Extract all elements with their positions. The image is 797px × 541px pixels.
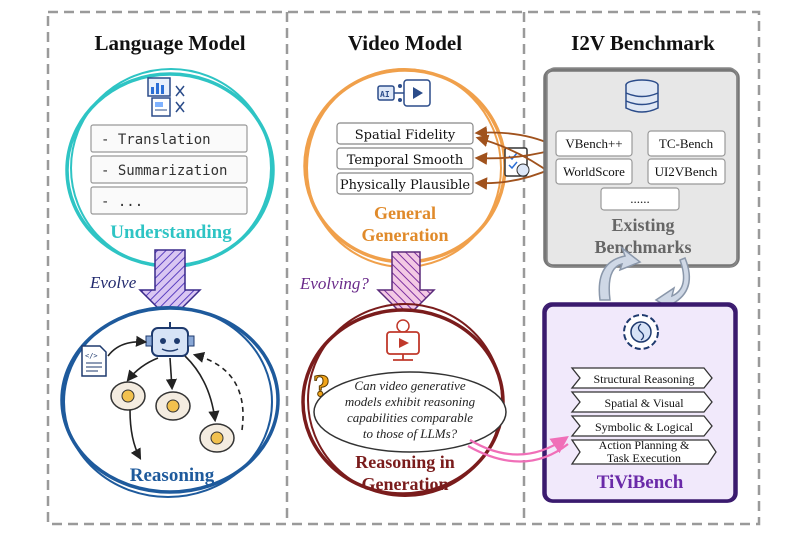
reasoning-generation-line2: Generation	[362, 474, 449, 494]
list-item	[336, 147, 474, 170]
video-monitor-icon	[386, 319, 420, 361]
benchmark-worldscore: WorldScore	[563, 164, 625, 179]
list-item	[555, 158, 633, 185]
action-planning-label: Action Planning &	[599, 438, 690, 452]
list-item	[90, 155, 248, 184]
ai-video-icon: AI	[377, 79, 431, 107]
outer-frame	[46, 10, 761, 526]
evolving-arrow	[376, 251, 436, 320]
brain-thought-icon	[155, 391, 191, 421]
brain-thought-icon	[199, 423, 235, 453]
structural-reasoning-label: Structural Reasoning	[594, 372, 695, 386]
list-item	[336, 122, 474, 145]
list-item-translation: - Translation	[101, 132, 211, 148]
list-item	[600, 187, 680, 211]
gear-brain-icon	[623, 314, 659, 350]
video-quality-list: Spatial Fidelity Temporal Smooth Physica…	[336, 122, 474, 195]
existing-benchmarks-box	[543, 67, 740, 268]
brain-thought-icon	[110, 381, 146, 411]
list-item	[555, 130, 633, 157]
task-execution-label: Task Execution	[607, 451, 681, 465]
benchmark-ellipsis: ......	[630, 191, 650, 206]
question-to-tivibench-arrow	[467, 435, 569, 463]
list-item	[570, 391, 713, 413]
general-label-line1: General	[374, 203, 436, 223]
existing-label-line2: Benchmarks	[594, 237, 691, 257]
list-item-summarization: - Summarization	[101, 163, 227, 179]
benchmark-vbench: VBench++	[565, 136, 622, 151]
symbolic-logical-label: Symbolic & Logical	[595, 420, 694, 434]
svg-text:AI: AI	[380, 90, 390, 99]
general-label-line2: Generation	[362, 225, 449, 245]
existing-label-line1: Existing	[611, 215, 674, 235]
question-line-3: capabilities comparable	[347, 410, 473, 425]
question-line-4: to those of LLMs?	[363, 426, 458, 441]
benchmark-ui2vbench: UI2VBench	[655, 164, 718, 179]
question-line-1: Can video generative	[354, 378, 465, 393]
benchmark-tcbench: TC-Bench	[659, 136, 714, 151]
reasoning-generation-line1: Reasoning in	[355, 452, 455, 472]
evolving-label: Evolving?	[299, 274, 369, 293]
list-item	[570, 415, 713, 437]
benchmark-list: VBench++ TC-Bench WorldScore UI2VBench .…	[555, 130, 726, 211]
evolve-label: Evolve	[89, 273, 137, 292]
reasoning-flow-arrows	[107, 335, 244, 460]
list-item	[336, 172, 474, 195]
cycle-arrows	[598, 245, 691, 314]
list-item	[647, 158, 726, 185]
chart-document-icon	[147, 77, 185, 117]
question-line-2: models exhibit reasoning	[345, 394, 476, 409]
temporal-smooth-label: Temporal Smooth	[347, 153, 464, 168]
list-item	[570, 367, 713, 389]
code-document-icon: </>	[81, 345, 107, 377]
database-icon	[625, 79, 659, 113]
list-item	[90, 124, 248, 153]
list-item	[570, 439, 717, 465]
i2v-benchmark-title: I2V Benchmark	[571, 31, 715, 55]
list-item-ellipsis: - ...	[101, 194, 143, 210]
tivibench-dimensions: Structural Reasoning Spatial & Visual Sy…	[570, 367, 717, 465]
svg-text:</>: </>	[85, 352, 98, 360]
physically-plausible-label: Physically Plausible	[340, 178, 470, 193]
tivibench-label: TiViBench	[597, 472, 684, 493]
understanding-label: Understanding	[110, 222, 232, 243]
language-model-title: Language Model	[94, 31, 245, 55]
language-list: - Translation - Summarization - ...	[90, 124, 248, 215]
question-bubble	[313, 371, 507, 453]
spatial-fidelity-label: Spatial Fidelity	[355, 128, 456, 143]
reasoning-label: Reasoning	[130, 465, 215, 486]
list-item	[647, 130, 726, 157]
list-item	[90, 186, 248, 215]
spatial-visual-label: Spatial & Visual	[604, 396, 684, 410]
video-model-title: Video Model	[348, 31, 462, 55]
evolve-arrow	[138, 249, 202, 322]
